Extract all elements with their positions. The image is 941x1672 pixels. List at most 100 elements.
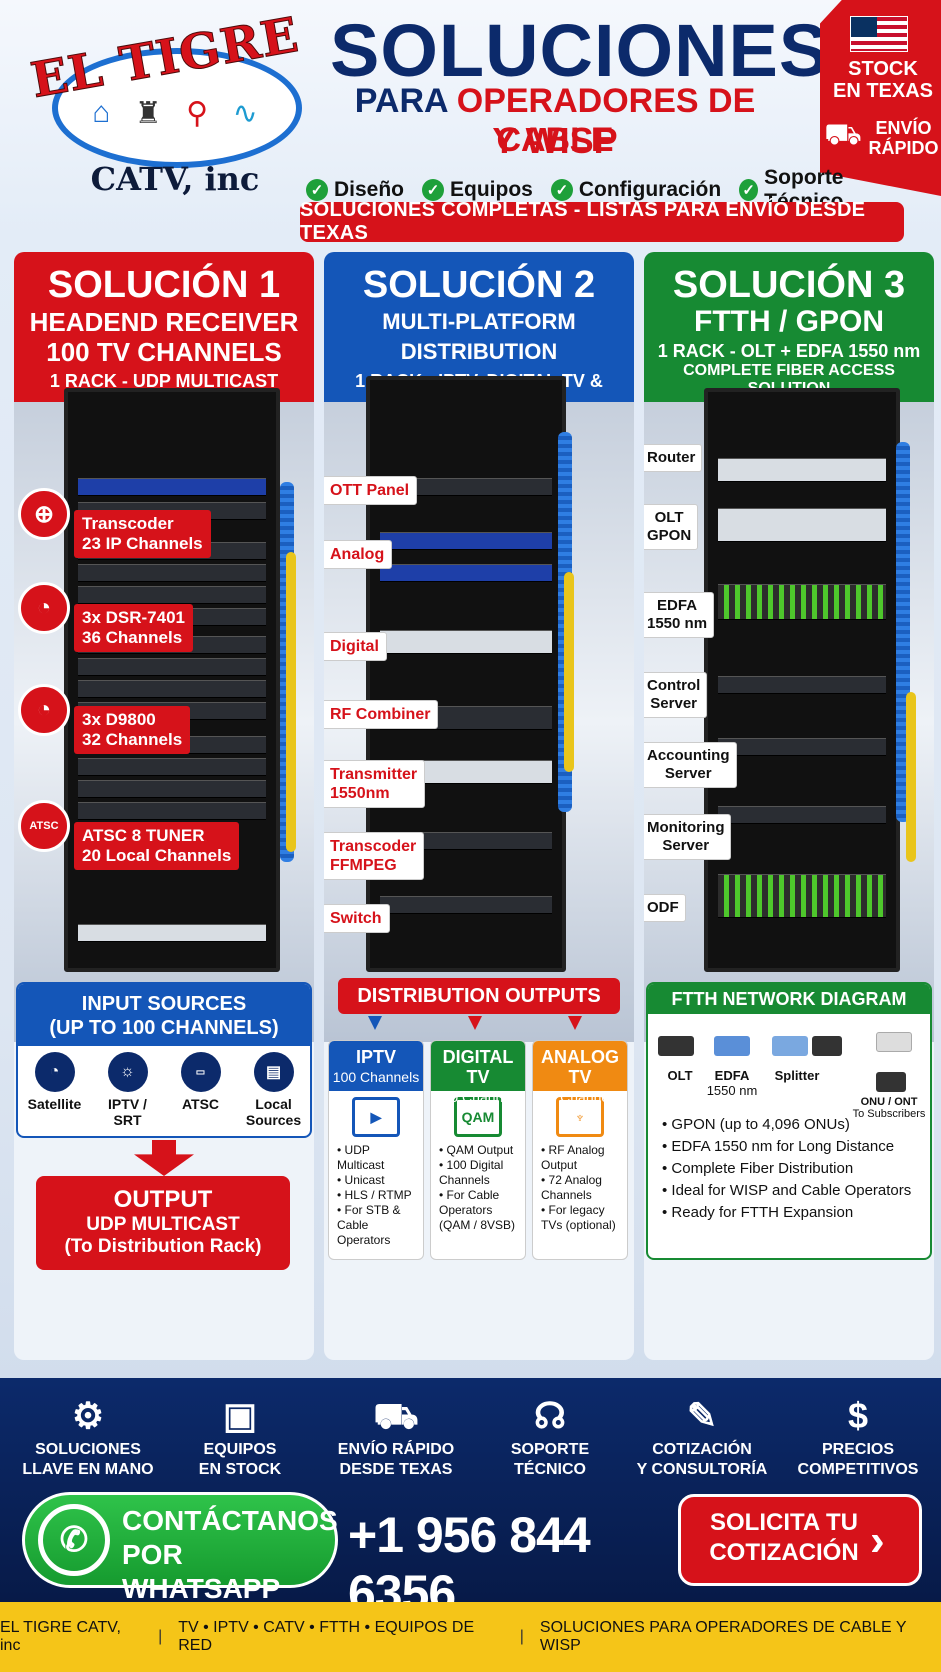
feature-line2: TÉCNICO <box>514 1461 586 1478</box>
rack-unit <box>78 924 266 942</box>
list-item: For Cable Operators (QAM / 8VSB) <box>439 1188 521 1233</box>
solution-3-sub1: FTTH / GPON <box>694 305 884 338</box>
tag-line1: Accounting <box>647 747 730 764</box>
distribution-outputs-header: DISTRIBUTION OUTPUTS <box>338 978 620 1014</box>
footer-company: EL TIGRE CATV, inc <box>0 1619 121 1654</box>
output-count: 72 Channels <box>540 1089 620 1105</box>
hero-subtitle: PARA OPERADORES DE CABLE <box>330 82 780 160</box>
list-item: For STB & Cable Operators <box>337 1203 419 1248</box>
check-label: Equipos <box>450 178 533 201</box>
check-item: ✓Equipos <box>422 166 533 214</box>
house-icon: ⌂ <box>92 96 111 129</box>
footer-bar: EL TIGRE CATV, inc | TV • IPTV • CATV • … <box>0 1602 941 1672</box>
gear-icon: ⚙ <box>71 1395 105 1436</box>
rack-unit <box>380 630 552 654</box>
tag-line1: OTT Panel <box>330 482 410 499</box>
check-item: ✓Configuración <box>550 166 721 214</box>
source-local: ▤Local Sources <box>239 1052 309 1128</box>
check-icon: ✓ <box>739 179 759 201</box>
iptv-icon: ☼ <box>107 1052 148 1092</box>
arrow-iptv-icon <box>368 1016 382 1030</box>
antenna-icon: ♆ <box>556 1097 604 1137</box>
solution-2-sub1: MULTI-PLATFORM DISTRIBUTION <box>382 309 576 364</box>
solution-3-desc1: 1 RACK - OLT + EDFA 1550 nm <box>657 341 921 361</box>
rack-unit <box>718 584 886 620</box>
tag-line2: GPON <box>647 527 692 544</box>
list-item: Complete Fiber Distribution <box>662 1158 911 1180</box>
tag-line1: Monitoring <box>647 819 725 836</box>
solution-3-title: SOLUCIÓN 3 <box>672 264 906 306</box>
rack-unit <box>78 478 266 496</box>
ftth-bullets: GPON (up to 4,096 ONUs) EDFA 1550 nm for… <box>662 1114 911 1224</box>
atsc-icon: ▭ <box>180 1052 221 1092</box>
feature-line1: PRECIOS <box>821 1441 894 1458</box>
source-label: Local Sources <box>245 1096 302 1128</box>
diagram-splitter-label: Splitter <box>774 1068 820 1083</box>
rack-unit <box>78 680 266 698</box>
output-count: 100 Channels <box>332 1069 420 1085</box>
footer-separator: | <box>158 1628 163 1645</box>
yellow-cables <box>906 692 916 862</box>
list-item: EDFA 1550 nm for Long Distance <box>662 1136 911 1158</box>
check-label: Diseño <box>334 178 405 201</box>
qam-icon: QAM <box>454 1097 502 1137</box>
chevron-right-icon[interactable]: › <box>870 1516 885 1565</box>
footer-tagline: SOLUCIONES PARA OPERADORES DE CABLE Y WI… <box>539 1619 907 1654</box>
tag-line1: Transmitter <box>330 766 418 783</box>
check-icon: ✓ <box>422 179 445 201</box>
output-analog-list: RF Analog Output 72 Analog Channels For … <box>533 1143 627 1233</box>
play-icon: ▶ <box>352 1097 400 1137</box>
feature-line2: Y CONSULTORÍA <box>636 1461 768 1478</box>
tag-line1: Analog <box>330 546 385 563</box>
tag-line2: FFMPEG <box>330 857 397 874</box>
tag-line1: 3x DSR-7401 <box>82 608 186 627</box>
rack-unit <box>718 806 886 824</box>
check-item: ✓Diseño <box>306 166 404 214</box>
source-iptv: ☼IPTV / SRT <box>93 1052 163 1128</box>
input-sources-title: INPUT SOURCES <box>81 993 247 1015</box>
tag-line2: 36 Channels <box>82 628 183 647</box>
solution-3-header: SOLUCIÓN 3 FTTH / GPON 1 RACK - OLT + ED… <box>644 252 934 402</box>
tag-line1: Transcoder <box>330 838 417 855</box>
rack-1 <box>64 388 280 972</box>
diagram-edfa-line2: 1550 nm <box>706 1083 758 1098</box>
quote-button[interactable] <box>678 1494 922 1586</box>
whatsapp-icon[interactable]: ✆ <box>38 1504 110 1576</box>
tag-line1: Digital <box>330 638 379 655</box>
onu-device-icon <box>876 1032 912 1052</box>
envio-line2: RÁPIDO <box>868 138 939 158</box>
solution-2-column: SOLUCIÓN 2 MULTI-PLATFORM DISTRIBUTION 1… <box>324 252 634 1360</box>
source-label: ATSC <box>181 1096 220 1112</box>
yellow-cables <box>286 552 296 852</box>
tag-line1: RF Combiner <box>330 706 431 723</box>
logo-subname: CATV, inc <box>90 160 260 198</box>
truck-icon: ⛟ <box>373 1395 419 1436</box>
quote-line2: COTIZACIÓN <box>709 1539 859 1566</box>
input-sources-header: INPUT SOURCES (UP TO 100 CHANNELS) <box>18 984 310 1046</box>
diagram-olt-label: OLT <box>667 1068 693 1083</box>
hero-wisp: Y WISP <box>492 120 618 161</box>
rack-2 <box>366 376 566 972</box>
list-item: UDP Multicast <box>337 1143 419 1173</box>
logo-icons: ⌂ ♜ ⚲ ∿ <box>80 96 270 131</box>
solution-1-sub2: 100 TV CHANNELS <box>46 337 282 367</box>
rack-unit <box>380 896 552 914</box>
truck-icon: ⛟ <box>824 118 862 151</box>
tag-analog: Analog <box>324 540 393 569</box>
